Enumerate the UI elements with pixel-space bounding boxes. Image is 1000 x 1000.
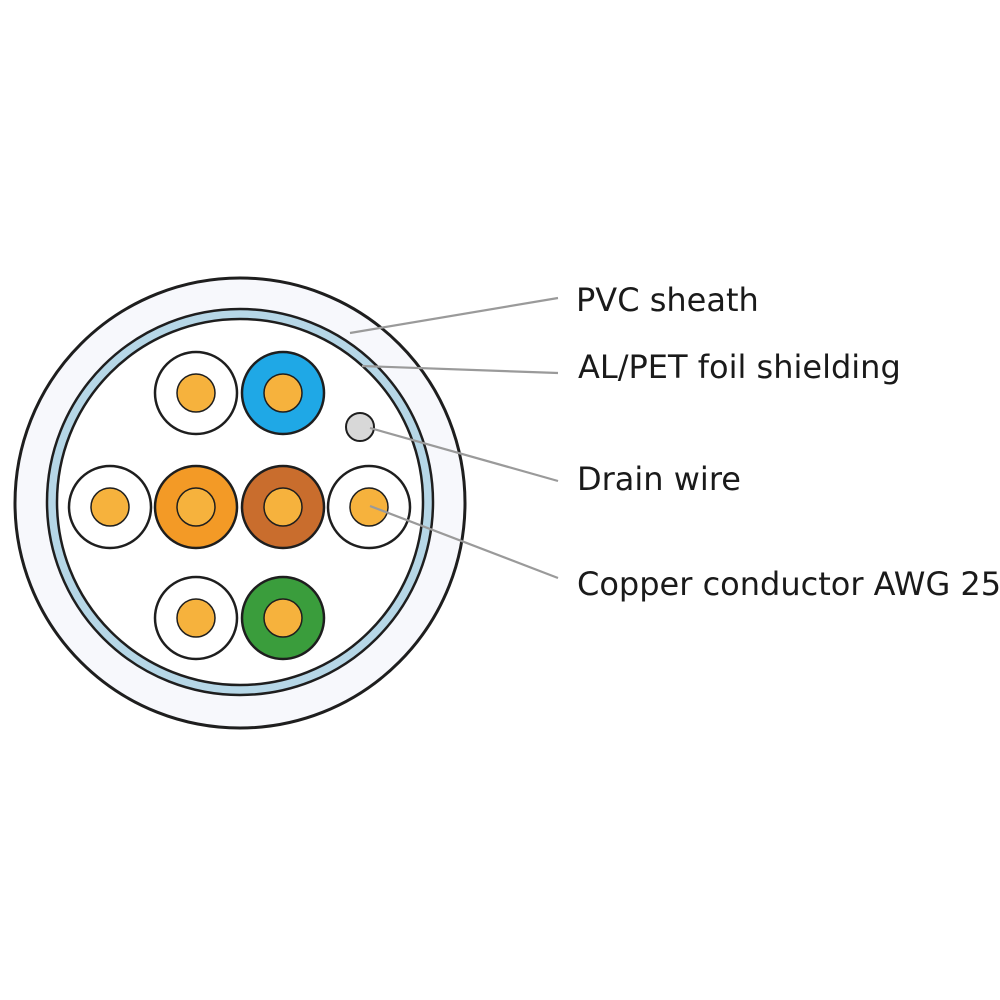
label-foil-shielding: AL/PET foil shielding [578, 348, 901, 386]
conductor-white-middle-right [326, 464, 412, 550]
label-drain-wire: Drain wire [577, 460, 741, 498]
conductor-white-bottom-left [153, 575, 239, 661]
copper-core-white-middle-right [349, 487, 389, 527]
copper-core-orange [176, 487, 216, 527]
leader-line-foil-shielding [361, 364, 559, 375]
leader-line-copper-conductor [369, 504, 559, 580]
label-copper-conductor: Copper conductor AWG 25 [577, 565, 1000, 603]
label-pvc-sheath: PVC sheath [576, 281, 759, 319]
conductor-group [67, 350, 412, 661]
conductor-green [240, 575, 326, 661]
copper-core-blue [263, 373, 303, 413]
conductor-brown [240, 464, 326, 550]
copper-core-green [263, 598, 303, 638]
conductor-white-top-left [153, 350, 239, 436]
leader-line-drain-wire [369, 426, 559, 483]
copper-core-brown [263, 487, 303, 527]
leader-line-pvc-sheath [349, 296, 559, 335]
conductor-orange [153, 464, 239, 550]
copper-core-white-bottom-left [176, 598, 216, 638]
copper-core-white-middle-left [90, 487, 130, 527]
drain-wire [345, 412, 375, 442]
copper-core-white-top-left [176, 373, 216, 413]
cable-core-area [55, 317, 425, 687]
conductor-blue [240, 350, 326, 436]
conductor-white-middle-left [67, 464, 153, 550]
